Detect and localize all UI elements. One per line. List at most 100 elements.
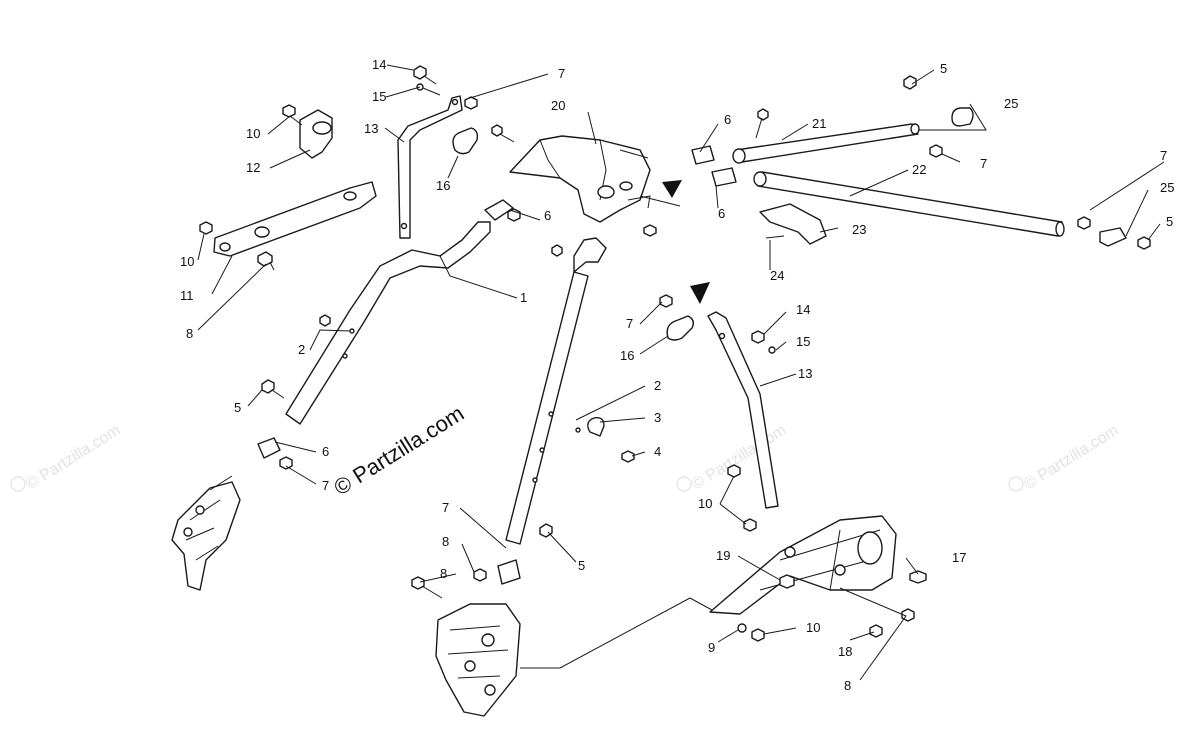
callout-5-upper-right: 5: [940, 61, 947, 76]
part-12-bracket: [299, 109, 333, 159]
callout-6-tube: 6: [544, 208, 551, 223]
main-watermark-text: © Partzilla.com: [329, 400, 468, 500]
bolt-14-top: [413, 65, 437, 85]
bolt-8-lower-center: [411, 576, 443, 599]
nut-10-right-a: [727, 464, 741, 478]
nut-10-bottom: [751, 628, 765, 642]
callout-24: 24: [770, 268, 784, 283]
part-13-strap-left: [397, 95, 463, 239]
screw-4: [621, 450, 635, 463]
callout-7-far-right: 7: [1160, 148, 1167, 163]
nut-7-top: [464, 96, 478, 110]
callout-23: 23: [852, 222, 866, 237]
bolt-17: [909, 570, 927, 584]
callout-13-right: 13: [798, 366, 812, 381]
part-21-upper-tube: [732, 123, 920, 164]
callout-21: 21: [812, 116, 826, 131]
callout-10-bottom: 10: [806, 620, 820, 635]
part-22-lower-tube: [753, 171, 1065, 237]
callout-2-mid: 2: [654, 378, 661, 393]
screw-15-right: [768, 346, 776, 354]
callout-14-right: 14: [796, 302, 810, 317]
bolt-18: [869, 624, 883, 638]
bolt-14-right: [751, 330, 765, 344]
callout-1: 1: [520, 290, 527, 305]
bolt-10-upper-left: [282, 104, 303, 126]
bolt-5-mid-left: [261, 379, 285, 399]
nut-10-left: [199, 221, 213, 235]
callout-12: 12: [246, 160, 260, 175]
main-watermark: © Partzilla.com: [329, 400, 468, 500]
sleeve-6-upper-right: [691, 145, 737, 187]
nut-19: [779, 574, 795, 589]
callout-7-top: 7: [558, 66, 565, 81]
callout-13-left: 13: [364, 121, 378, 136]
background-watermarks: © Partzilla.com © Partzilla.com © Partzi…: [10, 422, 1122, 494]
clamp-6-tube-top: [484, 199, 514, 221]
part-13-strap-right: [707, 311, 779, 509]
callout-18: 18: [838, 644, 852, 659]
clamp-16-top: [452, 127, 479, 155]
direction-marker-upper: [662, 180, 682, 198]
callout-8-left: 8: [186, 326, 193, 341]
clamp-6-lower-center: [497, 559, 521, 585]
callout-6-upper-right-b: 6: [718, 206, 725, 221]
part-11-plate: [213, 181, 377, 257]
callout-15-top: 15: [372, 89, 386, 104]
clamp-16-right: [666, 315, 695, 341]
nut-7-tube-top: [507, 208, 521, 222]
callout-15-right: 15: [796, 334, 810, 349]
nut-10-right-b: [743, 518, 757, 532]
nut-7-lower-center: [473, 568, 487, 582]
nut-7-right-mid: [659, 294, 673, 308]
callout-8-right: 8: [844, 678, 851, 693]
part-1-main-tube-left: [285, 221, 491, 425]
callout-7-left: 7: [322, 478, 329, 493]
direction-marker-lower: [690, 282, 710, 304]
callout-9: 9: [708, 640, 715, 655]
callout-6-lower-center: 7: [442, 500, 449, 515]
watermark-text: © Partzilla.com: [1021, 422, 1121, 494]
watermark-right: © Partzilla.com: [1008, 422, 1122, 494]
bolt-upper-right-vertical: [755, 108, 769, 139]
bolt-8-left: [257, 251, 275, 271]
washer-9: [737, 623, 747, 633]
nut-7-mid-left: [279, 456, 293, 470]
callout-6-upper-right: 6: [724, 112, 731, 127]
callout-7-right-mid: 7: [626, 316, 633, 331]
nut-7-right-upper: [929, 144, 943, 158]
clip-24: [765, 235, 785, 239]
callout-20: 20: [551, 98, 565, 113]
callout-7-lower-center: 8: [442, 534, 449, 549]
frame-fragment-left: [171, 481, 241, 591]
bolt-upper-center: [491, 124, 515, 143]
callout-labels: 14 15 7 13 10 12 16 20 6 10 11 8 1 2 5 6…: [180, 57, 1174, 693]
part-23-bracket: [759, 203, 827, 245]
callout-3: 3: [654, 410, 661, 425]
screw-15-top: [416, 83, 441, 96]
callout-10-upper-left: 10: [246, 126, 260, 141]
callout-10-left: 10: [180, 254, 194, 269]
frame-fragment-right: [709, 515, 897, 615]
cap-25-upper: [951, 107, 974, 127]
part-20-steering-head: [509, 135, 651, 223]
callout-4: 4: [654, 444, 661, 459]
watermark-left: © Partzilla.com: [10, 422, 124, 493]
callout-2-left: 2: [298, 342, 305, 357]
callout-17: 17: [952, 550, 966, 565]
part-1-main-tube-right: [505, 237, 607, 545]
callout-14-top: 14: [372, 57, 386, 72]
callout-5-lower-center: 5: [578, 558, 585, 573]
small-fitting-center: [551, 224, 657, 257]
clamp-6-mid-left: [257, 437, 281, 459]
callout-6-left: 6: [322, 444, 329, 459]
callout-16-top: 16: [436, 178, 450, 193]
callout-16-right: 16: [620, 348, 634, 363]
nut-7-lower-right: [1077, 216, 1091, 230]
callout-22: 22: [912, 162, 926, 177]
bolt-5-upper-right: [903, 75, 917, 90]
callout-25-lower: 25: [1160, 180, 1174, 195]
frame-fragment-center: [435, 603, 521, 717]
